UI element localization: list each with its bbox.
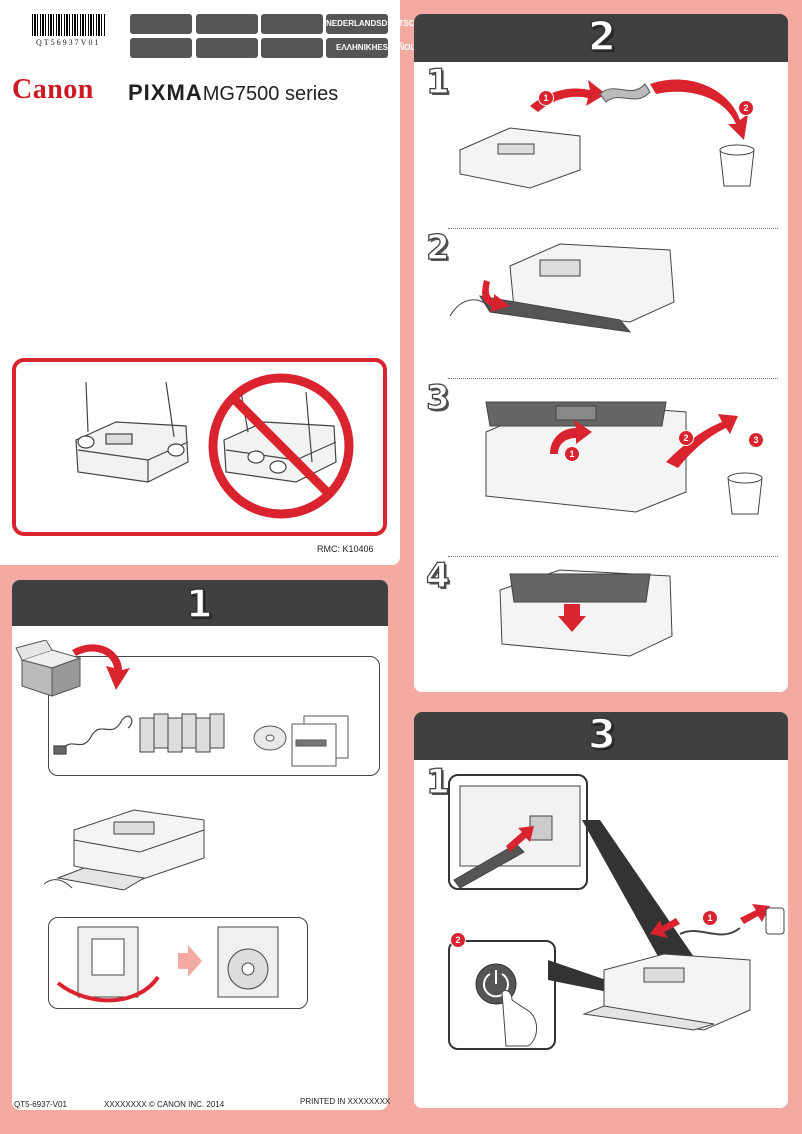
rmc-code: RMC: K10406 xyxy=(317,544,374,554)
tape-icon xyxy=(599,83,651,103)
section-2-header xyxy=(414,14,788,62)
step-badge-1: 1 xyxy=(702,910,718,926)
lang-box xyxy=(196,14,258,34)
section-2-step-2: 2 xyxy=(425,227,450,268)
ink-tanks-icon xyxy=(139,713,225,753)
product-title: PIXMAMG7500 series xyxy=(128,80,338,106)
lang-box xyxy=(326,38,388,58)
correct-carry-icon xyxy=(75,381,189,483)
unpack-arrow-icon xyxy=(72,644,130,690)
printer-tray-illustration xyxy=(44,809,205,891)
box-contents-illustration xyxy=(15,640,349,767)
step-badge-1: 1 xyxy=(538,90,554,106)
printer-power-illustration xyxy=(582,953,751,1031)
power-connector-detail-frame xyxy=(448,774,588,890)
close-arrow-icon xyxy=(558,604,586,632)
lang-box xyxy=(326,14,388,34)
step-badge-2: 2 xyxy=(678,430,694,446)
box-contents-frame xyxy=(48,656,380,776)
open-tray-illustration xyxy=(449,243,675,333)
section-2-number: 2 xyxy=(587,13,616,61)
lift-arrow-icon xyxy=(550,420,592,454)
step-badge-1: 1 xyxy=(564,446,580,462)
handling-warning-box xyxy=(12,358,387,536)
prohibited-icon xyxy=(208,373,354,519)
next-arrow-icon xyxy=(178,945,202,977)
divider xyxy=(448,378,778,379)
setup-cd-icon xyxy=(253,725,287,751)
footer-copyright: XXXXXXXX © CANON INC. 2014 xyxy=(104,1100,225,1109)
trash-can-icon xyxy=(727,472,763,515)
section-3-header xyxy=(414,712,788,760)
section-3-step-1: 1 xyxy=(425,761,450,802)
disc-tray-detail-illustration xyxy=(56,926,279,1003)
section-3-number: 3 xyxy=(587,711,616,759)
open-arrow-icon xyxy=(482,280,510,312)
power-cord-icon xyxy=(53,715,133,755)
section-1-header xyxy=(12,580,388,626)
pixma-logo: PIXMA xyxy=(128,80,203,105)
remove-protective-material-illustration xyxy=(485,401,763,515)
section-2-step-1: 1 xyxy=(425,61,450,102)
lang-box xyxy=(196,38,258,58)
section-2-step-4: 4 xyxy=(425,555,450,596)
plug-arrow-left-icon xyxy=(650,918,680,938)
barcode-text: QT56937V01 xyxy=(36,38,101,47)
disc-tray-detail-frame xyxy=(48,917,308,1009)
wall-outlet-icon xyxy=(765,907,785,935)
shipping-box-icon xyxy=(15,640,82,697)
power-connector-illustration xyxy=(453,785,581,888)
canon-logo: Canon xyxy=(12,74,94,105)
finger-icon xyxy=(501,989,537,1047)
insert-arrow-icon xyxy=(506,826,534,852)
lang-box xyxy=(130,38,192,58)
discard-arrow-icon xyxy=(650,79,748,140)
step-badge-2: 2 xyxy=(738,100,754,116)
footer-code: QT5-6937-V01 xyxy=(14,1100,67,1109)
carry-printer-illustration xyxy=(75,373,354,519)
step-badge-2: 2 xyxy=(450,932,466,948)
barcode xyxy=(32,14,106,36)
manuals-icon xyxy=(291,715,349,767)
remove-tape-illustration xyxy=(459,79,755,189)
callout-power xyxy=(548,960,618,994)
step-badge-3: 3 xyxy=(748,432,764,448)
lang-box xyxy=(130,14,192,34)
footer-printed: PRINTED IN XXXXXXXX xyxy=(300,1097,391,1106)
model-name: MG7500 series xyxy=(202,83,339,105)
lang-box xyxy=(261,38,323,58)
trash-can-icon xyxy=(719,144,755,187)
section-1-number: 1 xyxy=(185,581,213,627)
close-cover-illustration xyxy=(499,569,673,657)
language-list-row1: NEDERLANDSDEUTSCHFRANÇAISENGLISH xyxy=(326,19,498,28)
plug-arrow-right-icon xyxy=(740,904,770,924)
remove-arrow-icon xyxy=(666,414,738,468)
divider xyxy=(448,556,778,557)
section-2-step-3: 3 xyxy=(425,377,450,418)
lang-box xyxy=(261,14,323,34)
plug-cord-illustration xyxy=(650,904,785,938)
divider xyxy=(448,228,778,229)
power-cord-icon xyxy=(679,927,741,936)
power-button-detail-frame xyxy=(448,940,556,1050)
